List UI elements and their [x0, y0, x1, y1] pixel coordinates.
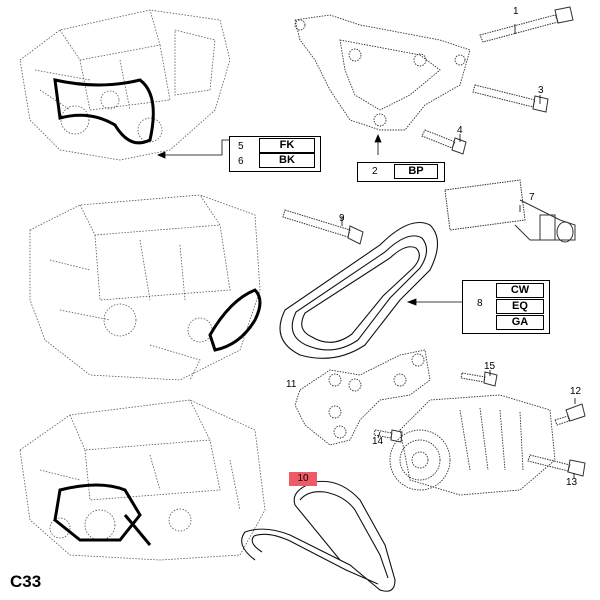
- bolt-4: [421, 129, 467, 155]
- bolt-13: [527, 454, 586, 477]
- bolt-14: [373, 429, 403, 443]
- code-ga: GA: [496, 315, 544, 330]
- code-bk: BK: [259, 153, 315, 168]
- callout-4: 4: [457, 125, 463, 136]
- bolt-12: [554, 403, 586, 426]
- belt-engine-top: [53, 78, 155, 145]
- callout-12: 12: [570, 386, 582, 397]
- callout-10-highlight: 10: [289, 472, 317, 486]
- callout-2: 2: [372, 166, 378, 177]
- callout-11: 11: [286, 379, 297, 390]
- callout-6: 6: [238, 156, 244, 167]
- compressor-part: [389, 394, 556, 496]
- code-fk: FK: [259, 138, 315, 153]
- callout-8: 8: [477, 298, 483, 309]
- belt-engine-bottom: [53, 483, 152, 546]
- ribbed-belt-8: [279, 221, 439, 359]
- callout-7: 7: [529, 192, 535, 203]
- ribbed-belt-10: [241, 480, 396, 592]
- bracket-part: [294, 14, 471, 131]
- belt-engine-middle: [208, 288, 262, 352]
- mounting-bracket-11: [294, 349, 431, 446]
- callout-5: 5: [238, 141, 244, 152]
- bolt-15: [460, 371, 498, 387]
- bolt-3: [472, 84, 549, 113]
- callout-14: 14: [372, 436, 384, 447]
- bolt-1: [479, 6, 574, 43]
- leader-lines: [156, 24, 576, 478]
- code-bp: BP: [394, 164, 438, 179]
- code-cw: CW: [496, 283, 544, 298]
- callout-9: 9: [339, 213, 345, 224]
- callout-15: 15: [484, 361, 496, 372]
- bolt-9: [282, 209, 364, 245]
- callout-13: 13: [566, 477, 578, 488]
- callout-3: 3: [538, 85, 544, 96]
- engine-illustration-middle: [29, 194, 261, 381]
- code-eq: EQ: [496, 299, 544, 314]
- tensioner-part: [444, 179, 576, 243]
- engine-illustration-top: [19, 9, 231, 161]
- callout-1: 1: [513, 6, 519, 17]
- page-code: C33: [10, 572, 42, 591]
- engine-illustration-bottom: [19, 399, 266, 561]
